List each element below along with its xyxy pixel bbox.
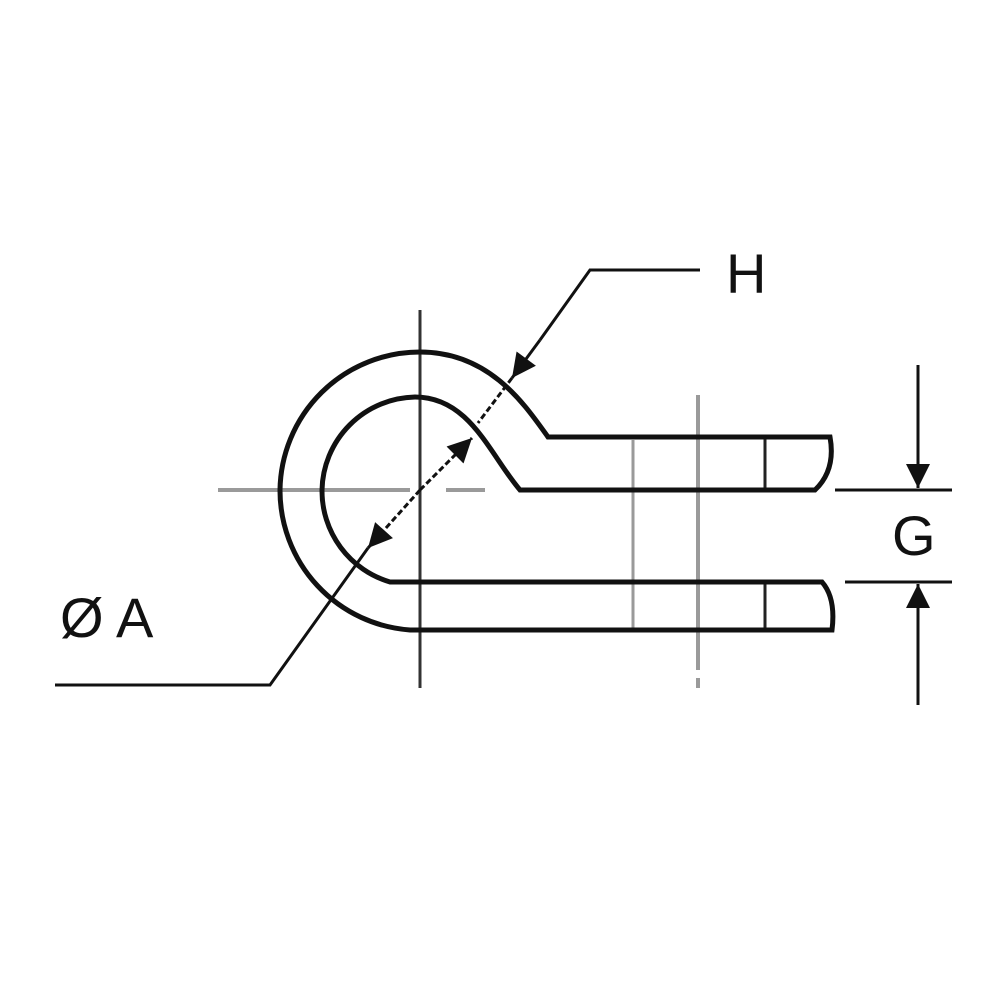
dimension-diameter-a (55, 436, 474, 687)
a-arrow-upper (418, 436, 474, 492)
h-extension (476, 377, 514, 424)
h-leader-line (538, 268, 700, 341)
label-diameter-a: Ø A (60, 586, 154, 649)
label-h: H (726, 242, 767, 305)
a-leader-line (55, 547, 370, 687)
dimension-h (476, 268, 700, 424)
h-arrow (510, 339, 542, 379)
a-arrow-lower (366, 488, 422, 550)
clip-outer-outline (277, 349, 836, 633)
center-lines (218, 395, 700, 688)
dimension-g (835, 365, 952, 705)
label-g: G (892, 504, 936, 567)
